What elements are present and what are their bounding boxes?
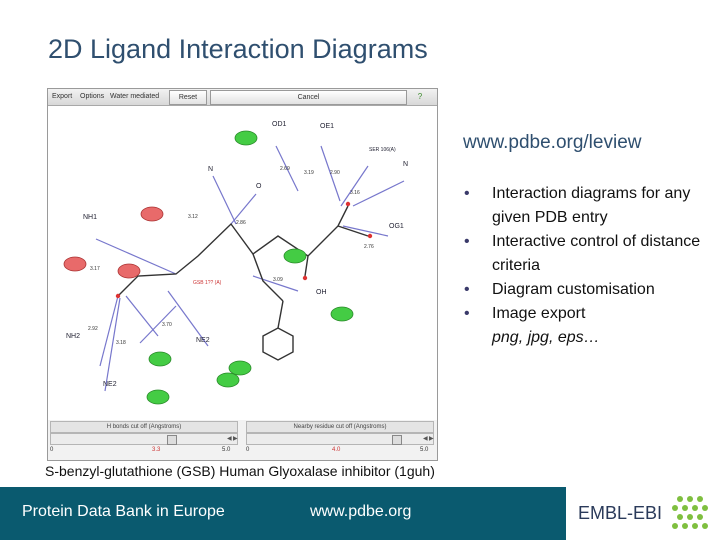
help-icon[interactable]: ? — [417, 92, 423, 101]
residue-ne2-gln-label: NE2 — [103, 381, 117, 388]
residue-cutoff-label: Nearby residue cut off (Angstroms) — [246, 421, 434, 433]
cancel-button[interactable]: Cancel — [210, 90, 407, 105]
reset-button[interactable]: Reset — [169, 90, 207, 105]
hbond-slider-right-icon[interactable]: ▶ — [233, 436, 238, 442]
residue-slider-right-icon[interactable]: ▶ — [429, 436, 434, 442]
hbond-slider-thumb[interactable] — [167, 435, 177, 445]
footer-org: Protein Data Bank in Europe — [22, 503, 225, 520]
hbond-cutoff-slider[interactable]: ◀ ▶ — [50, 433, 238, 445]
svg-text:3.16: 3.16 — [350, 190, 360, 196]
interaction-diagram: OD1 OE1 SER 106(A) N N O NH1 OG1 OH NH2 … — [63, 121, 408, 405]
residue-value: 4.0 — [332, 447, 341, 453]
list-item: •Diagram customisation — [464, 281, 655, 298]
hbond-min: 0 — [50, 447, 54, 453]
residue-nh2-label: NH2 — [66, 333, 80, 340]
ligand-skeleton — [117, 205, 369, 361]
oxygen-atoms — [115, 201, 373, 299]
ligand-label: GSB 1?? (A) — [193, 280, 222, 286]
residue-oh-label: OH — [316, 289, 327, 296]
list-item: •Interaction diagrams for any given PDB … — [464, 185, 691, 226]
menu-water-mediated[interactable]: Water mediated — [110, 93, 160, 100]
svg-text:2.92: 2.92 — [88, 326, 98, 332]
hbond-lines — [95, 145, 405, 392]
footer: Protein Data Bank in Europe www.pdbe.org… — [0, 487, 720, 540]
hydrophobic-residues[interactable] — [146, 130, 354, 405]
embl-ebi-logo-icon — [672, 496, 708, 529]
distance-labels: 2.69 3.19 2.90 3.16 3.12 2.86 2.76 3.17 … — [88, 166, 374, 346]
residue-slider-left-icon[interactable]: ◀ — [423, 436, 428, 442]
residue-cutoff-slider[interactable]: ◀ ▶ — [246, 433, 434, 445]
leview-url[interactable]: www.pdbe.org/leview — [463, 132, 642, 153]
svg-text:3.17: 3.17 — [90, 266, 100, 272]
residue-oe1-label: OE1 — [320, 123, 334, 130]
viewer-toolbar: Export Options Water mediated Reset Canc… — [48, 89, 437, 106]
residue-og-label: SER 106(A) — [369, 147, 396, 153]
export-formats: png, jpg, eps… — [492, 329, 600, 346]
residue-min: 0 — [246, 447, 250, 453]
polar-residues[interactable] — [63, 206, 164, 279]
residue-slider-thumb[interactable] — [392, 435, 402, 445]
residue-ne2-his-label: NE2 — [196, 337, 210, 344]
residue-od1-label: OD1 — [272, 121, 287, 128]
cutoff-sliders: H bonds cut off (Angstroms) Nearby resid… — [48, 420, 437, 460]
residue-n-thr-label: N — [403, 161, 408, 168]
svg-text:3.09: 3.09 — [273, 277, 283, 283]
hbond-value: 3.3 — [152, 447, 161, 453]
svg-text:2.69: 2.69 — [280, 166, 290, 172]
svg-text:3.19: 3.19 — [304, 170, 314, 176]
svg-text:3.18: 3.18 — [116, 340, 126, 346]
residue-labels: OD1 OE1 SER 106(A) N N O NH1 OG1 OH NH2 … — [66, 121, 408, 388]
ligand-viewer-window: Export Options Water mediated Reset Canc… — [47, 88, 438, 461]
svg-text:3.70: 3.70 — [162, 322, 172, 328]
hbond-max: 5.0 — [222, 447, 231, 453]
footer-bar: Protein Data Bank in Europe www.pdbe.org — [0, 487, 566, 540]
svg-text:2.90: 2.90 — [330, 170, 340, 176]
footer-url[interactable]: www.pdbe.org — [310, 503, 412, 520]
menu-export[interactable]: Export — [52, 93, 73, 100]
embl-ebi-brand: EMBL-EBI — [578, 503, 663, 523]
figure-caption: S-benzyl-glutathione (GSB) Human Glyoxal… — [45, 463, 435, 479]
menu-options[interactable]: Options — [80, 93, 105, 100]
list-item: •Interactive control of distance criteri… — [464, 233, 701, 274]
svg-text:3.12: 3.12 — [188, 214, 198, 220]
list-item: •Image export — [464, 305, 586, 322]
hbond-cutoff-label: H bonds cut off (Angstroms) — [50, 421, 238, 433]
residue-max: 5.0 — [420, 447, 429, 453]
feature-list: •Interaction diagrams for any given PDB … — [456, 182, 716, 350]
residue-nh1-label: NH1 — [83, 214, 97, 221]
slide-title: 2D Ligand Interaction Diagrams — [48, 34, 428, 64]
residue-og1-label: OG1 — [389, 223, 404, 230]
svg-text:2.86: 2.86 — [236, 220, 246, 226]
residue-n-val-label: N — [208, 166, 213, 173]
hbond-slider-left-icon[interactable]: ◀ — [227, 436, 232, 442]
residue-o-val-label: O — [256, 183, 262, 190]
svg-text:2.76: 2.76 — [364, 244, 374, 250]
